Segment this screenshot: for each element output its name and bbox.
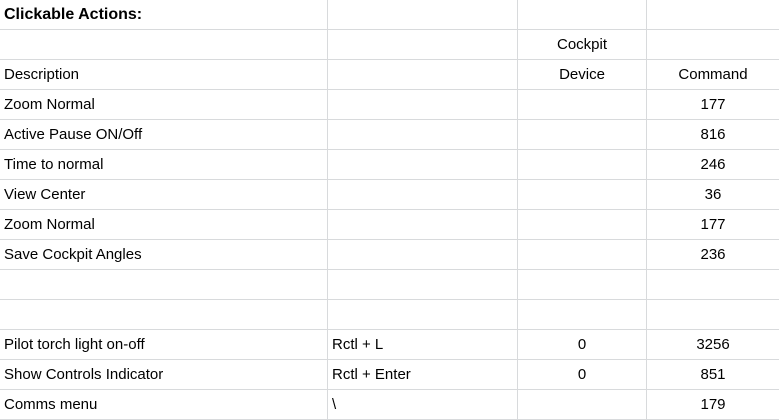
- table-row: [0, 300, 779, 330]
- table-row: View Center 36: [0, 180, 779, 210]
- cell-description[interactable]: Description: [0, 60, 328, 90]
- cell-device[interactable]: [518, 300, 647, 330]
- cell-command[interactable]: 3256: [647, 330, 779, 360]
- cell-command[interactable]: 36: [647, 180, 779, 210]
- cell-description[interactable]: Save Cockpit Angles: [0, 240, 328, 270]
- cell-binding[interactable]: [328, 120, 518, 150]
- cell-binding[interactable]: [328, 270, 518, 300]
- cell-command[interactable]: [647, 0, 779, 30]
- cell-device[interactable]: 0: [518, 360, 647, 390]
- table-row: Zoom Normal 177: [0, 210, 779, 240]
- cell-device[interactable]: Cockpit: [518, 30, 647, 60]
- cell-description[interactable]: [0, 300, 328, 330]
- cell-command[interactable]: [647, 30, 779, 60]
- cell-binding[interactable]: [328, 240, 518, 270]
- cell-binding[interactable]: [328, 30, 518, 60]
- cell-device[interactable]: [518, 390, 647, 420]
- table-row: Time to normal 246: [0, 150, 779, 180]
- cell-binding[interactable]: [328, 180, 518, 210]
- cell-description[interactable]: Clickable Actions:: [0, 0, 328, 30]
- cell-description[interactable]: Zoom Normal: [0, 90, 328, 120]
- cell-binding[interactable]: Rctl + Enter: [328, 360, 518, 390]
- cell-command[interactable]: 236: [647, 240, 779, 270]
- cell-device[interactable]: [518, 150, 647, 180]
- table-row: Comms menu\ 179: [0, 390, 779, 420]
- cell-description[interactable]: Comms menu: [0, 390, 328, 420]
- cell-device[interactable]: [518, 120, 647, 150]
- cell-binding[interactable]: \: [328, 390, 518, 420]
- cell-description[interactable]: Active Pause ON/Off: [0, 120, 328, 150]
- cell-device[interactable]: [518, 240, 647, 270]
- cell-description[interactable]: [0, 270, 328, 300]
- cell-command[interactable]: 179: [647, 390, 779, 420]
- cell-binding[interactable]: [328, 210, 518, 240]
- cell-device[interactable]: 0: [518, 330, 647, 360]
- cell-binding[interactable]: Rctl + L: [328, 330, 518, 360]
- table-row: Cockpit: [0, 30, 779, 60]
- table-row: Save Cockpit Angles 236: [0, 240, 779, 270]
- cell-command[interactable]: Command: [647, 60, 779, 90]
- cell-binding[interactable]: [328, 90, 518, 120]
- cell-binding[interactable]: [328, 0, 518, 30]
- cell-description[interactable]: Zoom Normal: [0, 210, 328, 240]
- table-row: Zoom Normal 177: [0, 90, 779, 120]
- cell-command[interactable]: 177: [647, 90, 779, 120]
- title-row: Clickable Actions:: [0, 0, 779, 30]
- table-row: Active Pause ON/Off 816: [0, 120, 779, 150]
- cell-device[interactable]: [518, 270, 647, 300]
- cell-description[interactable]: View Center: [0, 180, 328, 210]
- cell-description[interactable]: Time to normal: [0, 150, 328, 180]
- cell-description[interactable]: [0, 30, 328, 60]
- cell-description[interactable]: Pilot torch light on-off: [0, 330, 328, 360]
- cell-command[interactable]: [647, 300, 779, 330]
- cell-device[interactable]: Device: [518, 60, 647, 90]
- cell-command[interactable]: [647, 270, 779, 300]
- cell-binding[interactable]: [328, 150, 518, 180]
- cell-device[interactable]: [518, 210, 647, 240]
- cell-command[interactable]: 177: [647, 210, 779, 240]
- table-row: [0, 270, 779, 300]
- cell-command[interactable]: 246: [647, 150, 779, 180]
- cell-binding[interactable]: [328, 60, 518, 90]
- cell-command[interactable]: 816: [647, 120, 779, 150]
- cell-device[interactable]: [518, 90, 647, 120]
- cell-device[interactable]: [518, 0, 647, 30]
- cell-command[interactable]: 851: [647, 360, 779, 390]
- cell-description[interactable]: Show Controls Indicator: [0, 360, 328, 390]
- cell-binding[interactable]: [328, 300, 518, 330]
- cell-device[interactable]: [518, 180, 647, 210]
